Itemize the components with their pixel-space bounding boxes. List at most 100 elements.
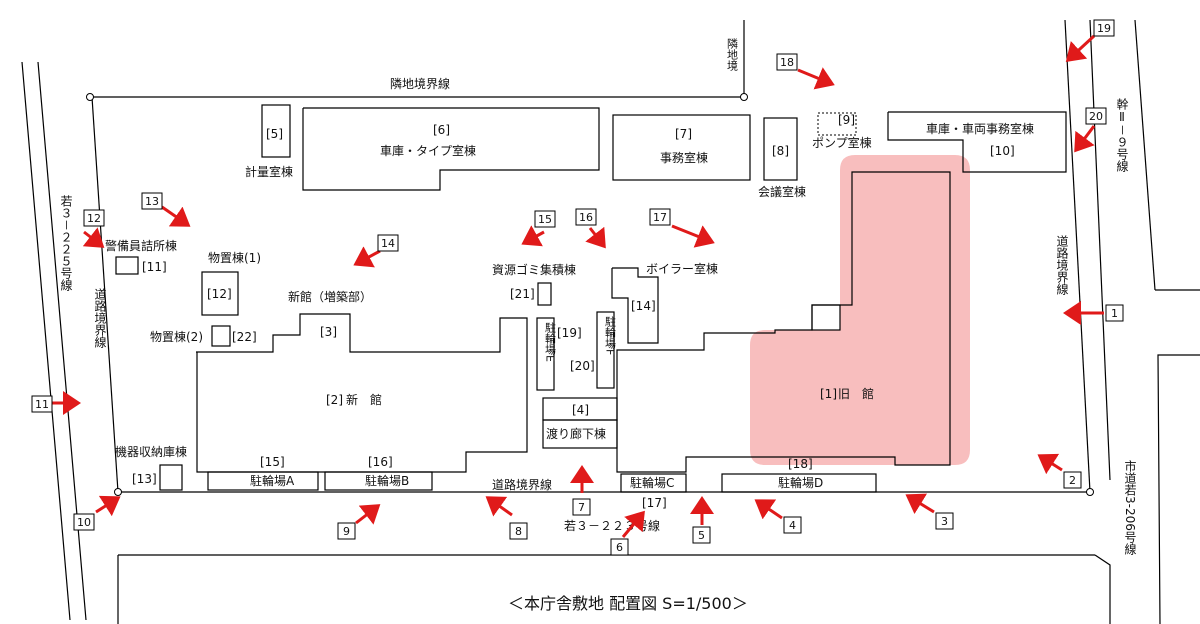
viewpoint-labels: 1 2 3 4 5 6 7 8 9 10 11 12 13 14 15 16 1… [31,19,1124,556]
svg-text:4: 4 [789,519,796,532]
svg-text:1: 1 [1111,307,1118,320]
b20-name: 駐輪場F [604,315,617,356]
b14-name: ボイラー室棟 [646,261,718,276]
b12-num: [12] [207,287,232,301]
arrow-4 [754,499,783,520]
b16-num: [16] [368,455,393,469]
rinchi-vert-label: 隣地境 [726,37,739,71]
arrow-6 [621,510,645,538]
viewpoint-9: 9 [337,522,356,540]
b17-num: [17] [642,496,667,510]
viewpoint-17: 17 [649,208,671,226]
arrow-17 [671,224,715,248]
arrow-15 [521,225,545,247]
b18-num: [18] [788,457,813,471]
doro-bottom-label: 道路境界線 [492,477,552,492]
b20-num: [20] [570,359,595,373]
b5-num: [5] [266,127,283,141]
viewpoint-14: 14 [377,234,399,252]
b15-name: 駐輪場A [250,473,295,488]
b22-num: [22] [232,330,257,344]
viewpoint-5: 5 [692,526,711,544]
b9-name: ポンプ室棟 [812,135,872,150]
map-caption: ＜本庁舎敷地 配置図 S=1/500＞ [508,594,748,613]
viewpoint-18: 18 [776,53,798,71]
svg-text:15: 15 [538,213,552,226]
b13-name: 機器収納庫棟 [115,444,187,459]
b11-name: 警備員詰所棟 [105,238,177,253]
svg-text:3: 3 [941,515,948,528]
svg-text:11: 11 [35,398,49,411]
road-right-bottom-label: 市道若3-206号線 [1123,459,1137,555]
b4-name: 渡り廊下棟 [546,426,606,441]
viewpoint-8: 8 [509,522,528,540]
doro-left-label: 道路境界線 [93,288,107,348]
road-bottom-label: 若３－２２３号線 [564,518,660,533]
arrow-2 [1037,453,1063,475]
viewpoint-arrows [52,34,1104,538]
svg-text:13: 13 [145,195,159,208]
svg-text:17: 17 [653,211,667,224]
b16-name: 駐輪場B [365,473,409,488]
doro-right-label: 道路境界線 [1055,235,1069,295]
svg-text:6: 6 [616,541,623,554]
arrow-12 [82,227,105,248]
b4-num: [4] [572,403,589,417]
svg-text:12: 12 [87,212,101,225]
arrow-16 [585,226,606,249]
viewpoint-2: 2 [1063,471,1082,489]
viewpoint-6: 6 [610,538,629,556]
arrow-13 [161,205,191,227]
building-labels: [1] 旧 館 [2] 新 館 [3] 新館（増築部） [4] 渡り廊下棟 [5… [105,113,1034,510]
road-right-top-label: 幹Ⅱ－９号線 [1115,97,1129,172]
viewpoint-7: 7 [572,498,591,516]
b2-name: 新 館 [346,392,382,407]
svg-text:8: 8 [515,525,522,538]
b10-name: 車庫・車両事務室棟 [926,121,1034,136]
svg-text:14: 14 [381,237,395,250]
arrow-19 [1065,34,1096,63]
viewpoint-3: 3 [935,512,954,530]
arrow-18 [797,67,835,90]
arrow-3 [905,493,935,515]
b17-name: 駐輪場C [630,475,674,490]
b14-num: [14] [631,299,656,313]
b7-num: [7] [675,127,692,141]
viewpoint-11: 11 [31,395,53,413]
b11-num: [11] [142,260,167,274]
b21-name: 資源ゴミ集積棟 [492,262,576,277]
b9-num: [9] [838,113,855,127]
road-left-label: 若３－２２５号線 [59,195,73,291]
svg-text:2: 2 [1069,474,1076,487]
highlight-old-building [750,155,970,465]
rinchi-top-label: 隣地境界線 [390,76,450,91]
road-lines [21,19,1200,624]
svg-text:18: 18 [780,56,794,69]
viewpoint-1: 1 [1105,304,1124,322]
arrow-14 [353,246,381,268]
viewpoint-15: 15 [534,210,556,228]
svg-text:9: 9 [343,525,350,538]
b7-name: 事務室棟 [660,150,708,165]
b1-name: 旧 館 [838,386,874,401]
viewpoint-20: 20 [1085,107,1107,125]
viewpoint-4: 4 [783,516,802,534]
svg-text:10: 10 [77,516,91,529]
b2-num: [2] [326,393,343,407]
b8-num: [8] [772,144,789,158]
viewpoint-19: 19 [1093,19,1115,37]
building-outlines [115,104,1067,493]
viewpoint-12: 12 [83,209,105,227]
svg-text:7: 7 [578,501,585,514]
b3-name: 新館（増築部） [288,289,372,304]
b6-num: [6] [433,123,450,137]
arrow-10 [95,495,121,517]
viewpoint-16: 16 [575,208,597,226]
b13-num: [13] [132,472,157,486]
svg-text:5: 5 [698,529,705,542]
b19-num: [19] [557,326,582,340]
b3-num: [3] [320,325,337,339]
b15-num: [15] [260,455,285,469]
svg-text:16: 16 [579,211,593,224]
